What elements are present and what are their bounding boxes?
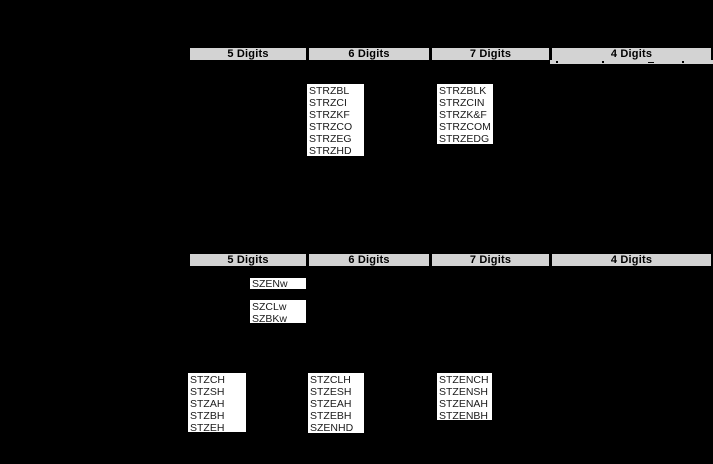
code-item: STZCH	[190, 374, 225, 386]
code-item: STZEH	[190, 422, 225, 433]
code-item: STZEBH	[310, 410, 352, 422]
code-item: SZBKw	[252, 313, 288, 324]
clipped-text-mark	[648, 62, 654, 63]
code-item: SZENw	[252, 278, 288, 290]
code-item: STZCLH	[310, 374, 351, 386]
section2-header-4-digits: 4 Digits	[550, 252, 713, 268]
section2-szen-code-box: SZENw	[249, 277, 307, 290]
clipped-text-mark	[556, 61, 558, 63]
clipped-text-mark	[682, 61, 684, 63]
code-item: STRZHD	[309, 145, 352, 157]
code-item: STZESH	[310, 386, 352, 398]
code-item: STZENBH	[439, 410, 489, 421]
header-overflow-strip	[550, 60, 713, 65]
code-item: STZEAH	[310, 398, 352, 410]
code-item: STZBH	[190, 410, 225, 422]
code-item: STRZCOM	[439, 121, 491, 133]
code-item: STZENSH	[439, 386, 489, 398]
code-item: SZCLw	[252, 301, 287, 313]
section1-header-7-digits: 7 Digits	[430, 46, 551, 62]
code-item: STRZCI	[309, 97, 347, 109]
code-item: STZENCH	[439, 374, 489, 386]
code-item: STRZCIN	[439, 97, 485, 109]
code-item: STRZK&F	[439, 109, 487, 121]
code-item: STZENAH	[439, 398, 489, 410]
section1-header-5-digits: 5 Digits	[188, 46, 308, 62]
section2-header-5-digits: 5 Digits	[188, 252, 308, 268]
code-item: STZSH	[190, 386, 225, 398]
code-item: STZAH	[190, 398, 225, 410]
section2-header-6-digits: 6 Digits	[307, 252, 431, 268]
code-item: STRZBLK	[439, 85, 487, 97]
code-item: STRZKF	[309, 109, 350, 121]
section2-header-7-digits: 7 Digits	[430, 252, 551, 268]
section1-header-6-digits: 6 Digits	[307, 46, 431, 62]
code-item: STRZBL	[309, 85, 350, 97]
code-item: STRZEDG	[439, 133, 490, 145]
code-item: STRZCO	[309, 121, 353, 133]
code-item: SZENHD	[310, 422, 354, 434]
code-item: STRZEG	[309, 133, 352, 145]
clipped-text-mark	[602, 61, 604, 63]
